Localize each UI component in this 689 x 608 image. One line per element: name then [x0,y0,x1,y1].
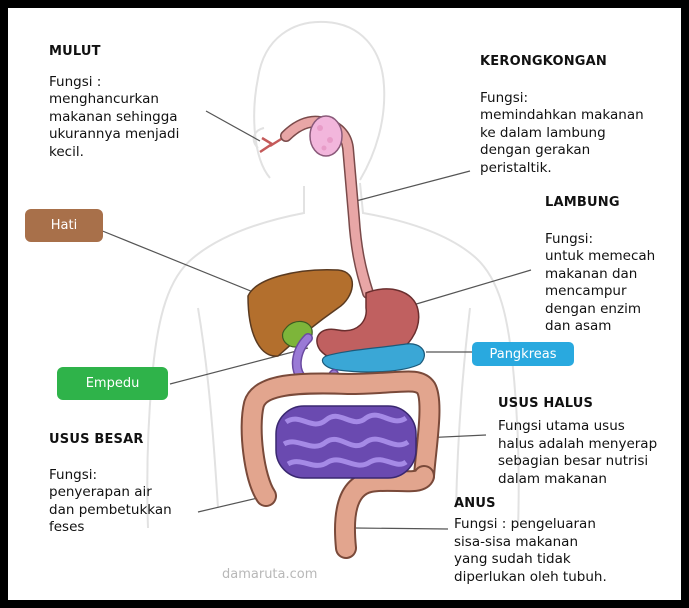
small-intestine-shape [276,406,416,478]
usus-besar-description: penyerapan air dan pembetukkan feses [49,484,172,537]
mulut-title: MULUT [49,44,101,59]
usus-halus-description: Fungsi utama usus halus adalah menyerap … [498,418,657,488]
usus-halus-title: USUS HALUS [498,396,593,411]
lambung-label: Fungsi: [545,231,593,249]
usus-besar-label: Fungsi: [49,467,97,485]
empedu-tag: Empedu [57,367,168,400]
lambung-description: untuk memecah makanan dan mencampur deng… [545,248,655,336]
kerongkongan-title: KERONGKONGAN [480,54,607,69]
salivary-gland-shape [310,116,342,156]
lambung-title: LAMBUNG [545,195,620,210]
kerongkongan-description: memindahkan makanan ke dalam lambung den… [480,107,644,177]
anus-title: ANUS [454,496,496,511]
hati-tag: Hati [25,209,103,242]
diagram-frame: MULUT Fungsi : menghancurkan makanan seh… [8,8,681,600]
watermark: damaruta.com [222,567,317,582]
kerongkongan-label: Fungsi: [480,90,528,108]
mulut-description: menghancurkan makanan sehingga ukurannya… [49,91,179,161]
anus-description: Fungsi : pengeluaran sisa-sisa makanan y… [454,516,607,586]
pankreas-tag: Pangkreas [472,342,574,366]
mulut-label: Fungsi : [49,74,101,92]
usus-besar-title: USUS BESAR [49,432,144,447]
